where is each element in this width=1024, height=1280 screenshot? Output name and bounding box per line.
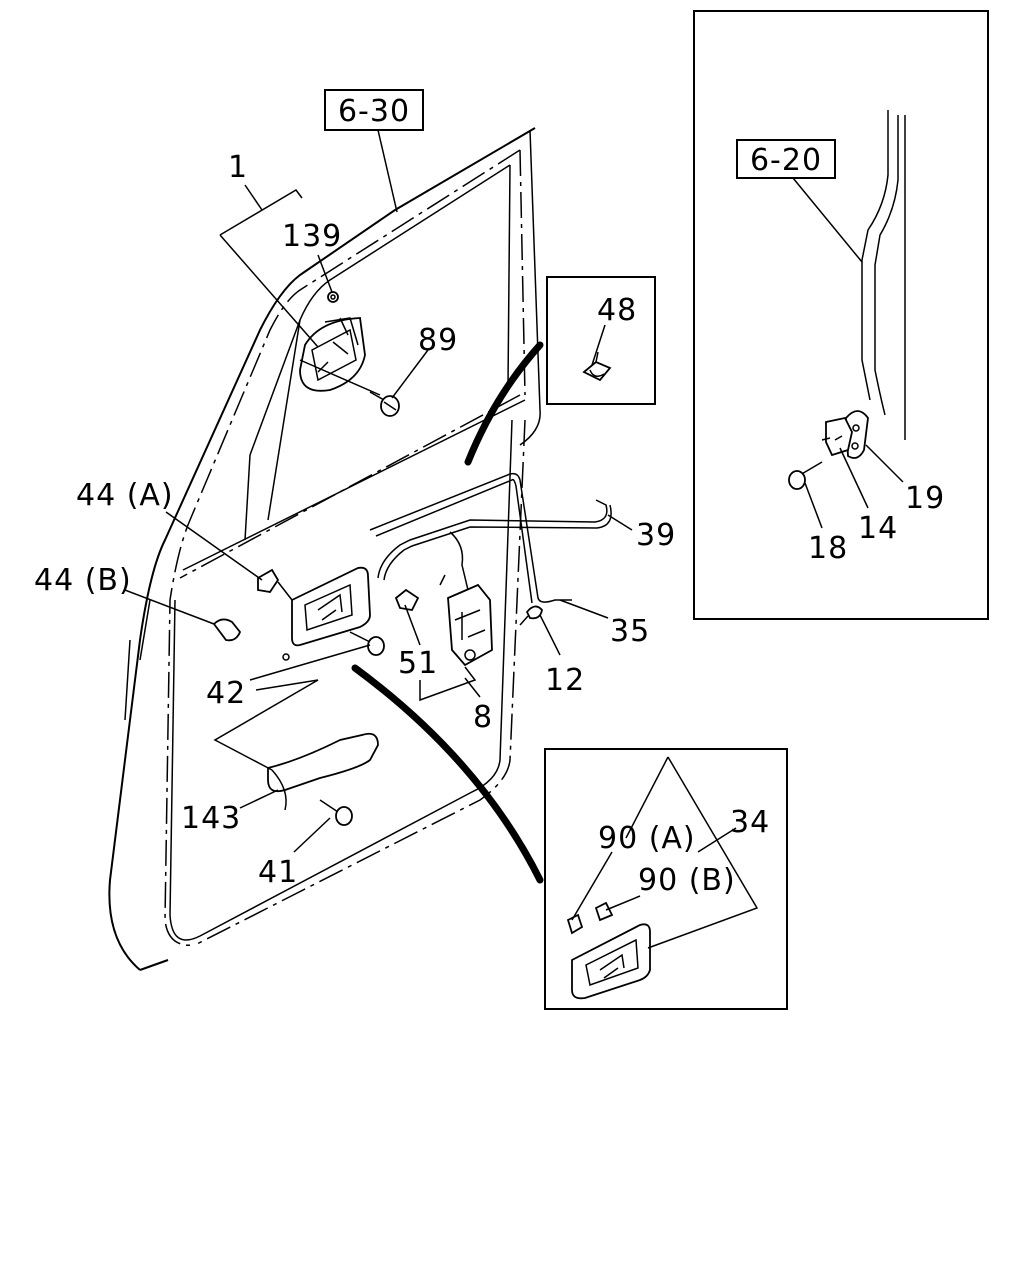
label-14: 14	[858, 511, 898, 546]
nut-part-139	[327, 291, 339, 303]
screw-part-12	[519, 605, 543, 626]
grip-handle-part-143	[267, 732, 379, 811]
label-12: 12	[545, 663, 585, 698]
label-34: 34	[730, 805, 770, 840]
label-89: 89	[418, 323, 458, 358]
screw-part-41	[319, 799, 353, 826]
screw-part-42	[349, 631, 385, 656]
label-42: 42	[206, 676, 246, 711]
clip-part-44a	[257, 568, 280, 593]
reference-box-6-30: 6-30	[324, 89, 424, 131]
label-19: 19	[905, 481, 945, 516]
cap-part-44b	[212, 618, 290, 661]
rod-part-39	[369, 472, 572, 604]
label-139: 139	[282, 219, 342, 254]
ref-6-30-text: 6-30	[338, 94, 410, 129]
clip-part-51	[394, 588, 420, 611]
inset-box-6-20	[693, 10, 989, 620]
bolt-part-89	[369, 391, 400, 417]
label-8: 8	[473, 700, 493, 735]
label-44a: 44 (A)	[76, 478, 174, 513]
rod-part-35	[377, 499, 612, 581]
label-35: 35	[610, 614, 650, 649]
reference-box-6-20: 6-20	[736, 139, 836, 179]
door-panel	[108, 127, 544, 971]
label-44b: 44 (B)	[34, 563, 132, 598]
label-143: 143	[181, 801, 241, 836]
inside-handle-part	[291, 566, 371, 647]
label-41: 41	[258, 855, 298, 890]
outside-handle-part-1	[299, 317, 381, 396]
lock-assembly-part-8	[439, 531, 493, 667]
label-18: 18	[808, 531, 848, 566]
label-90a: 90 (A)	[598, 821, 696, 856]
part-labels: 1 139 89 48 44 (A) 44 (B) 42 51 8 12 35 …	[34, 150, 945, 898]
label-51: 51	[398, 646, 438, 681]
inset-box-34	[544, 748, 788, 1010]
label-1: 1	[228, 150, 248, 185]
inset-box-48	[546, 276, 656, 405]
label-90b: 90 (B)	[638, 863, 736, 898]
label-48: 48	[597, 293, 637, 328]
leader-lines	[124, 129, 904, 949]
ref-6-20-text: 6-20	[750, 143, 822, 178]
label-39: 39	[636, 518, 676, 553]
